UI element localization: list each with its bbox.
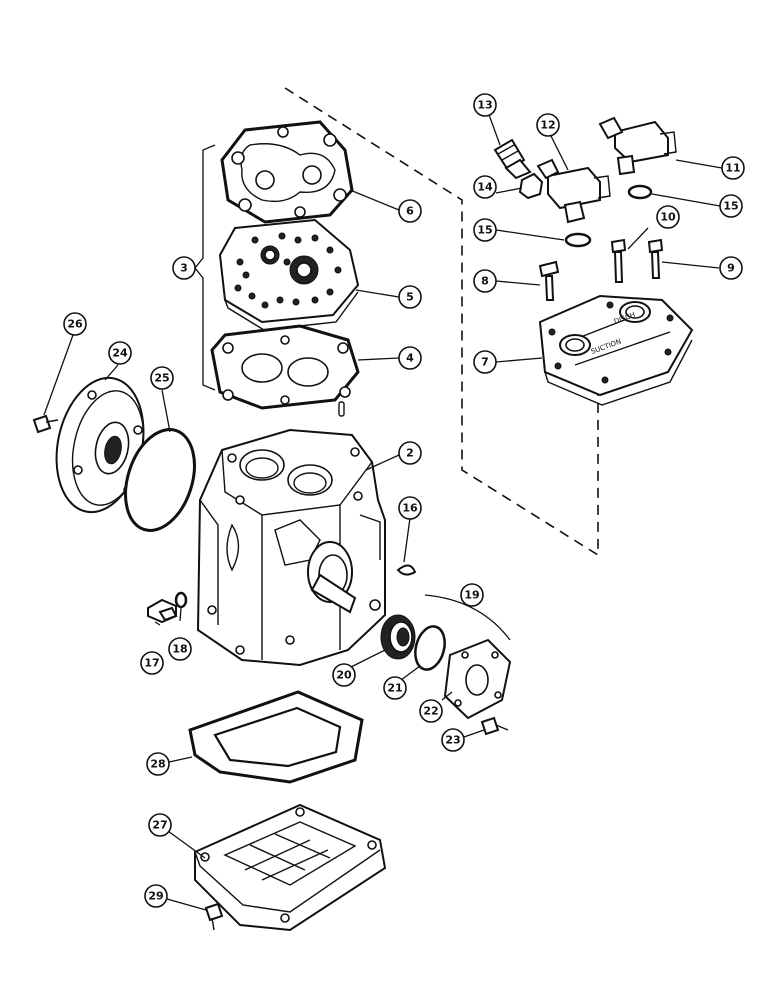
svg-text:21: 21	[387, 682, 402, 695]
callout-23: 23	[441, 728, 465, 752]
dowel-pin	[338, 401, 345, 417]
svg-text:13: 13	[477, 99, 492, 112]
part-8-bolt	[538, 260, 560, 301]
callout-11: 11	[721, 156, 745, 180]
svg-text:17: 17	[144, 657, 159, 670]
part-13-valve-fitting	[493, 138, 532, 180]
part-9-bolt	[647, 238, 664, 279]
part-15-o-ring-lower	[564, 232, 592, 248]
svg-text:20: 20	[336, 669, 352, 682]
svg-text:12: 12	[540, 119, 555, 132]
svg-text:16: 16	[402, 502, 418, 515]
callout-4: 4	[398, 346, 422, 370]
svg-text:14: 14	[477, 181, 493, 194]
callout-22: 22	[419, 699, 443, 723]
part-27-bottom-plate	[194, 803, 387, 932]
svg-text:15: 15	[477, 224, 492, 237]
callout-12: 12	[536, 113, 560, 137]
callout-26: 26	[63, 312, 87, 336]
part-22-seal-cover	[443, 638, 512, 720]
svg-text:11: 11	[725, 162, 740, 175]
callout-20: 20	[332, 663, 356, 687]
callout-16: 16	[398, 496, 422, 520]
callout-28: 28	[146, 752, 170, 776]
part-16-key	[396, 564, 417, 576]
svg-text:9: 9	[727, 262, 735, 275]
svg-text:19: 19	[464, 589, 479, 602]
svg-text:8: 8	[481, 275, 489, 288]
svg-text:22: 22	[423, 705, 438, 718]
callout-24: 24	[108, 341, 132, 365]
callout-6: 6	[398, 199, 422, 223]
svg-text:4: 4	[406, 352, 414, 365]
svg-text:25: 25	[154, 372, 169, 385]
callout-17: 17	[140, 651, 164, 675]
part-29-screw	[204, 902, 224, 931]
part-18-washer	[174, 591, 188, 609]
part-6-head-gasket	[220, 120, 354, 224]
callout-5: 5	[398, 285, 422, 309]
callout-15-lower: 15	[473, 218, 497, 242]
callout-9: 9	[719, 256, 743, 280]
svg-text:6: 6	[406, 205, 414, 218]
part-23-screw	[480, 716, 509, 736]
part-7-cylinder-head: SUCTION DISCH	[538, 294, 694, 406]
svg-text:18: 18	[172, 643, 187, 656]
part-12-service-valve	[536, 158, 611, 224]
part-2-compressor-body	[196, 428, 386, 667]
part-28-base-gasket	[188, 690, 364, 784]
svg-text:3: 3	[180, 262, 188, 275]
svg-text:27: 27	[152, 819, 167, 832]
callout-21: 21	[383, 676, 407, 700]
seal-group-bracket	[424, 594, 511, 641]
callout-18: 18	[168, 637, 192, 661]
part-26-screw	[32, 414, 59, 434]
callout-10: 10	[656, 205, 680, 229]
part-5-valve-plate	[218, 218, 360, 331]
callout-29: 29	[144, 884, 168, 908]
part-4-cylinder-gasket	[210, 324, 360, 410]
callout-15-upper: 15	[719, 194, 743, 218]
part-24-end-plate	[55, 376, 145, 514]
callout-27: 27	[148, 813, 172, 837]
part-15-o-ring-upper	[627, 184, 653, 200]
callout-2: 2	[398, 441, 422, 465]
part-14-cap	[518, 172, 544, 200]
svg-text:24: 24	[112, 347, 128, 360]
callout-25: 25	[150, 366, 174, 390]
callout-19: 19	[460, 583, 484, 607]
svg-text:28: 28	[150, 758, 165, 771]
callout-13: 13	[473, 93, 497, 117]
part-20-shaft-seal	[380, 614, 416, 660]
part-25-o-ring	[124, 428, 196, 532]
part-10-bolt	[610, 238, 627, 283]
callout-8: 8	[473, 269, 497, 293]
svg-text:29: 29	[148, 890, 163, 903]
svg-text:5: 5	[406, 291, 414, 304]
leader-lines	[43, 111, 723, 911]
part-11-service-valve	[598, 116, 677, 176]
callout-3: 3	[172, 256, 196, 280]
head-group-dashed-outline	[284, 87, 599, 557]
part-21-seal-o-ring	[414, 625, 446, 671]
svg-text:2: 2	[406, 447, 414, 460]
svg-text:26: 26	[67, 318, 83, 331]
svg-text:10: 10	[660, 211, 676, 224]
part-17-plug	[147, 598, 178, 624]
svg-text:15: 15	[723, 200, 738, 213]
callout-7: 7	[473, 350, 497, 374]
svg-text:7: 7	[481, 356, 489, 369]
callout-14: 14	[473, 175, 497, 199]
svg-text:23: 23	[445, 734, 460, 747]
